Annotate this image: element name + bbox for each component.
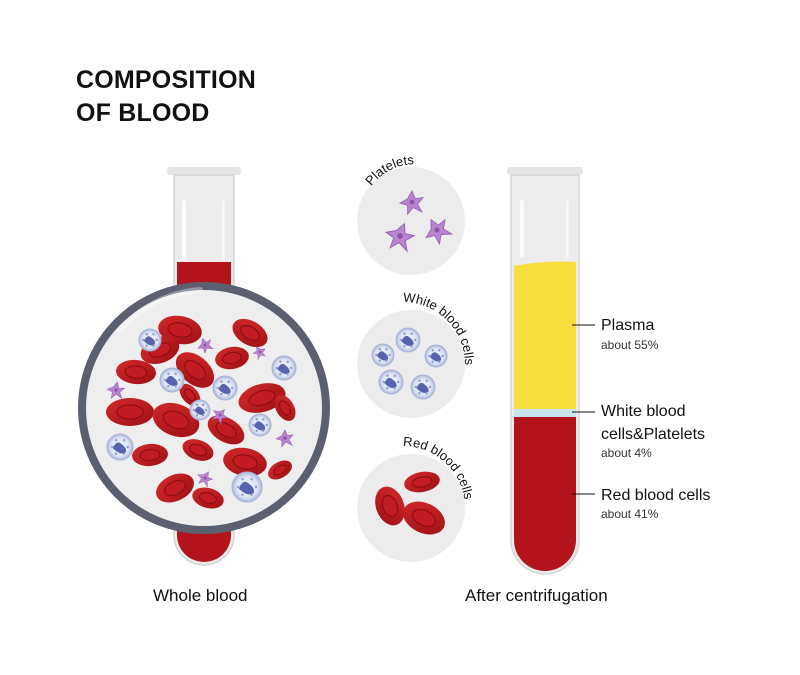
white-blood-cell <box>159 367 185 393</box>
white-blood-cell <box>212 375 238 401</box>
platelet <box>275 429 294 448</box>
red-cell-layer <box>514 417 576 571</box>
red-blood-cell <box>106 398 154 426</box>
platelet <box>197 471 214 488</box>
wbc-platelets-label-line-1: White blood <box>601 403 686 420</box>
white-blood-cell <box>424 344 448 368</box>
white-blood-cell <box>410 374 436 400</box>
red-blood-cell <box>207 415 245 445</box>
red-blood-cell <box>179 383 201 407</box>
red-blood-cell <box>375 486 405 526</box>
title-line-2: OF BLOOD <box>76 99 210 127</box>
white-blood-cell <box>371 343 395 367</box>
platelet <box>398 190 425 216</box>
white-blood-cell <box>106 433 134 461</box>
white-blood-cell <box>138 328 162 352</box>
platelets-circle <box>357 167 465 275</box>
red-blood-cell <box>192 487 224 509</box>
tube-shine-right-2 <box>566 200 569 258</box>
white-blood-cell <box>189 399 211 421</box>
magnifier-icon <box>78 282 330 534</box>
platelet <box>384 222 416 253</box>
platelets-circle-cells <box>384 190 454 253</box>
red-blood-cell <box>232 318 268 348</box>
centrifuged-tube <box>507 167 583 575</box>
lens-glare <box>117 287 203 333</box>
tube-rim-left <box>167 167 241 175</box>
page-title: COMPOSITION OF BLOOD <box>76 64 256 130</box>
wbc-platelets-percent: about 4% <box>601 446 652 460</box>
red-blood-cell <box>152 402 200 438</box>
red-blood-cell <box>215 346 249 370</box>
white-blood-cell <box>378 369 404 395</box>
red-blood-cell <box>403 501 445 535</box>
white-blood-cell <box>271 355 297 381</box>
red-blood-cell <box>182 439 214 461</box>
red-blood-cell <box>116 359 156 385</box>
red-blood-cells-circle-cells <box>375 471 445 535</box>
plasma-percent: about 55% <box>601 338 659 352</box>
buffy-coat-layer <box>514 409 576 417</box>
rbc-percent: about 41% <box>601 507 659 521</box>
after-centrifugation-caption: After centrifugation <box>465 586 608 605</box>
whole-blood-caption: Whole blood <box>153 586 248 605</box>
rbc-label: Red blood cells <box>601 487 711 504</box>
title-line-1: COMPOSITION <box>76 66 256 94</box>
platelet <box>197 337 214 355</box>
red-blood-cell <box>268 460 292 480</box>
red-blood-cell <box>132 443 168 467</box>
white-blood-cells-circle-cells <box>371 327 448 400</box>
plasma-layer <box>514 261 576 409</box>
red-blood-cell <box>238 383 286 413</box>
tube-shine-left-2 <box>222 200 225 260</box>
white-blood-cell <box>231 471 263 503</box>
platelet <box>106 381 126 400</box>
white-blood-cell <box>395 327 421 353</box>
platelet <box>212 409 228 425</box>
tube-shine-left <box>182 200 186 260</box>
white-blood-cell <box>248 413 272 437</box>
tube-rim-right <box>507 167 583 175</box>
wbc-platelets-label-line-2: cells&Platelets <box>601 426 706 443</box>
red-blood-cell <box>156 473 194 503</box>
tube-shine-right <box>520 200 524 258</box>
red-blood-cell <box>223 447 267 477</box>
red-blood-cell <box>274 395 296 421</box>
plasma-label: Plasma <box>601 317 655 334</box>
lens-blood-cells <box>106 315 297 509</box>
red-blood-cell <box>175 352 215 388</box>
platelet <box>425 218 454 246</box>
platelet <box>252 346 266 361</box>
red-blood-cell <box>404 471 440 493</box>
